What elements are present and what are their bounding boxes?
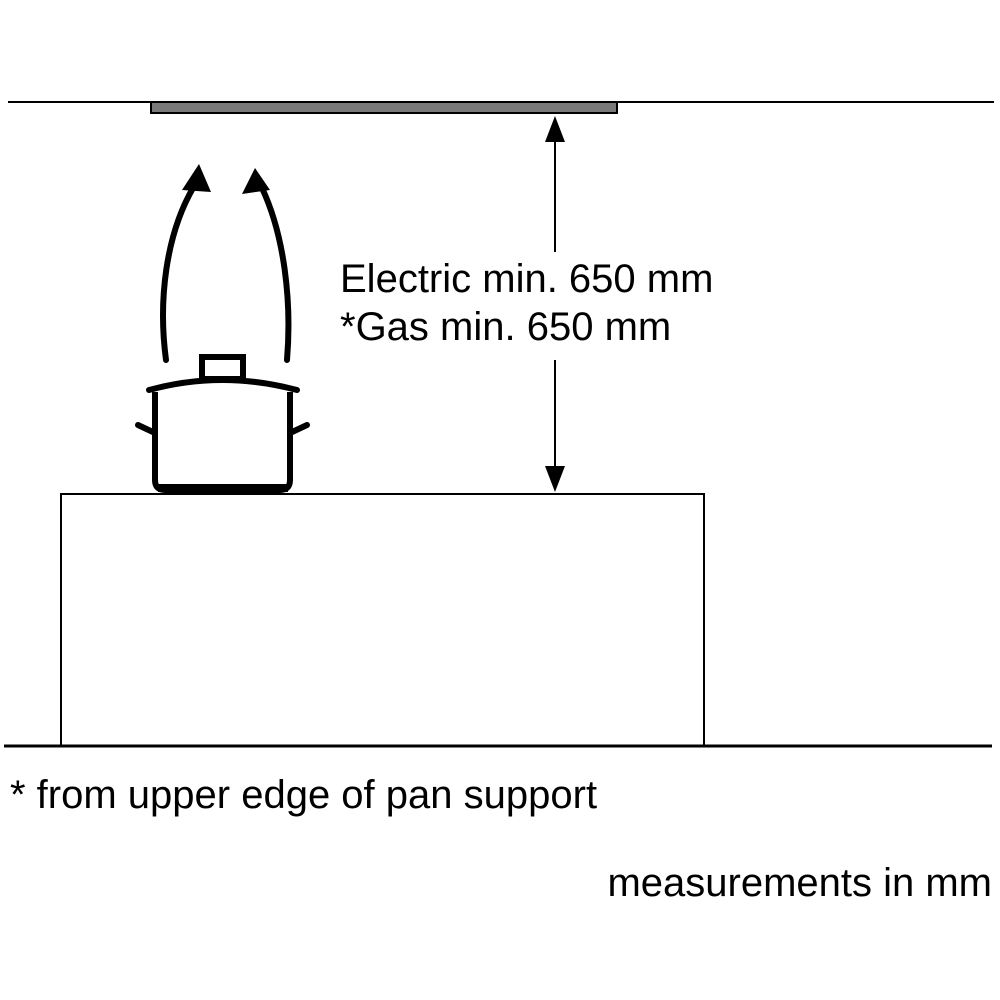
dimension-arrowhead-top: [545, 116, 565, 142]
electric-min-label: Electric min. 650 mm: [340, 257, 714, 301]
cooking-pot-icon: [135, 354, 310, 493]
steam-arrow-icon: [160, 164, 292, 363]
units-note: measurements in mm: [607, 861, 992, 905]
cabinet-box: [60, 493, 705, 747]
dimension-arrow: [545, 116, 565, 492]
hood-panel: [150, 101, 618, 114]
dimension-arrowhead-bottom: [545, 466, 565, 492]
gas-min-label: *Gas min. 650 mm: [340, 305, 672, 349]
footnote-text: * from upper edge of pan support: [10, 773, 598, 817]
